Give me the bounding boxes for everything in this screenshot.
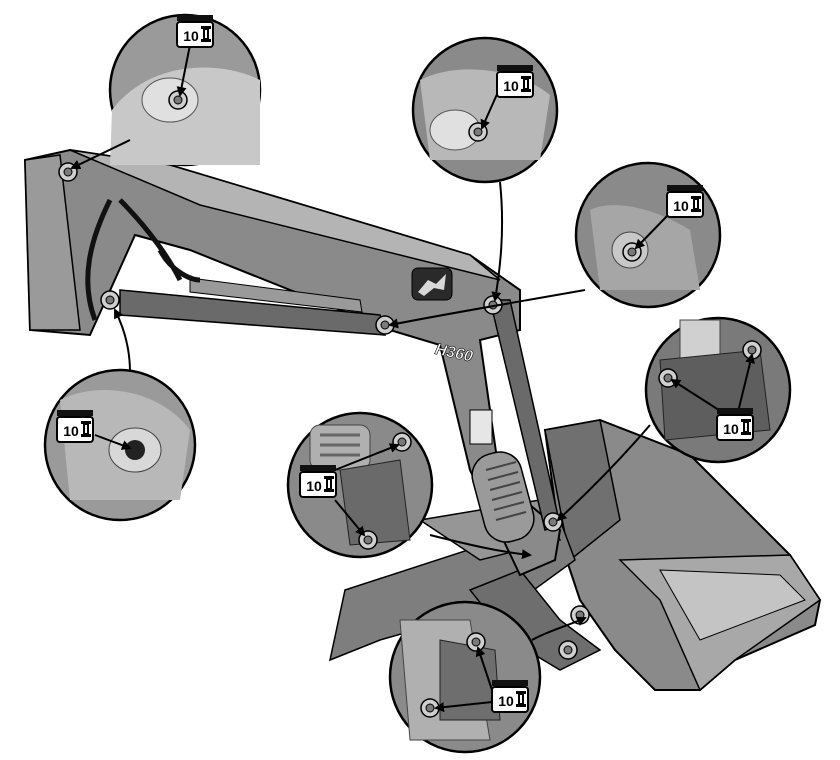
- grease-interval-badge: [716, 407, 754, 441]
- grease-interval-badge: [176, 14, 214, 48]
- loader-frame: H360: [23, 148, 822, 692]
- boom-cylinder: [119, 277, 386, 336]
- pin-bucket-cylinder-rod: [543, 512, 563, 532]
- callout-upper-link-pins: [286, 411, 532, 560]
- callout-bucket-pivot-pins: [388, 600, 587, 754]
- callout-boom-cylinder-base-pin: [43, 308, 197, 522]
- decal-plate: [469, 409, 493, 445]
- guard-plate: [471, 451, 535, 543]
- pin-boom-pivot: [58, 162, 78, 182]
- grease-interval-badge: [299, 464, 337, 498]
- grease-interval-badge: [666, 184, 704, 218]
- grease-interval-badge: [56, 409, 94, 443]
- grease-interval-badge: [491, 679, 529, 713]
- leaping-deer-logo: [411, 267, 453, 301]
- pin-bucket-pivot: [558, 640, 578, 660]
- callout-boom-cylinder-rod-pin: [411, 36, 559, 302]
- callout-bucket-cylinder-rod-pins: [556, 316, 792, 522]
- pin-upper-link: [570, 605, 590, 625]
- callout-bucket-cylinder-base-pin: [388, 161, 722, 329]
- hydraulic-hoses: [85, 198, 201, 321]
- pin-boom-cylinder-base: [100, 290, 120, 310]
- grease-interval-badge: [496, 64, 534, 98]
- bucket: [543, 418, 822, 692]
- callout-boom-pivot-pin: [70, 13, 262, 170]
